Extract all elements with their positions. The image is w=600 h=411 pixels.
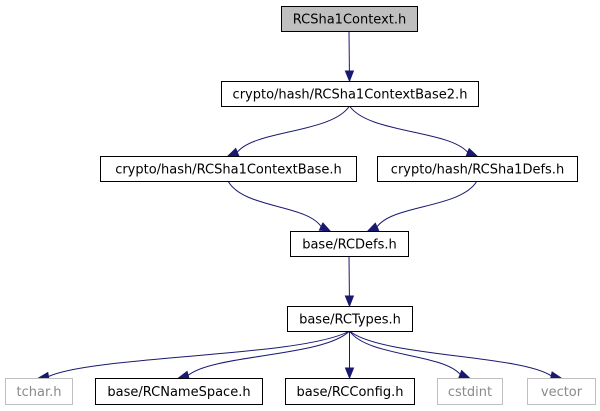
node-sha1defs[interactable]: crypto/hash/RCSha1Defs.h xyxy=(377,156,578,182)
node-box-rcsha1context[interactable] xyxy=(281,6,418,32)
graph-edges xyxy=(37,30,563,382)
graph-nodes: RCSha1Context.h crypto/hash/RCSha1Context… xyxy=(5,6,596,405)
node-box-rcnamespace[interactable] xyxy=(95,378,263,405)
node-contextbase2[interactable]: crypto/hash/RCSha1ContextBase2.h xyxy=(221,81,479,107)
node-box-vector[interactable] xyxy=(527,378,596,405)
node-cstdint[interactable]: cstdint xyxy=(437,378,503,405)
arrowhead-contextbase2-to-contextbase xyxy=(226,147,240,157)
node-rcsha1context[interactable]: RCSha1Context.h xyxy=(281,6,418,32)
node-label-rcdefs: base/RCDefs.h xyxy=(302,238,397,253)
node-label-tchar: tchar.h xyxy=(17,385,62,400)
node-label-rcsha1context: RCSha1Context.h xyxy=(293,13,407,28)
edge-rctypes-to-rcnamespace xyxy=(187,330,350,376)
arrowhead-rctypes-to-cstdint xyxy=(457,369,471,379)
arrowhead-rcsha1context-to-contextbase2 xyxy=(344,70,355,83)
node-rcnamespace[interactable]: base/RCNameSpace.h xyxy=(95,378,263,405)
node-box-rcconfig[interactable] xyxy=(285,378,415,405)
node-box-rctypes[interactable] xyxy=(287,306,413,332)
node-box-rcdefs[interactable] xyxy=(290,231,409,257)
node-box-sha1defs[interactable] xyxy=(377,156,578,182)
node-label-sha1defs: crypto/hash/RCSha1Defs.h xyxy=(391,163,564,178)
edge-contextbase2-to-contextbase xyxy=(236,105,350,153)
node-box-cstdint[interactable] xyxy=(437,378,503,405)
edge-sha1defs-to-rcdefs xyxy=(376,180,478,228)
node-vector[interactable]: vector xyxy=(527,378,596,405)
node-box-contextbase2[interactable] xyxy=(221,81,479,107)
edge-contextbase-to-rcdefs xyxy=(227,180,322,227)
node-label-contextbase: crypto/hash/RCSha1ContextBase.h xyxy=(115,163,342,178)
node-box-tchar[interactable] xyxy=(5,378,73,405)
node-rcdefs[interactable]: base/RCDefs.h xyxy=(290,231,409,257)
node-label-cstdint: cstdint xyxy=(448,385,492,400)
arrowhead-rcdefs-to-rctypes xyxy=(344,295,355,308)
edge-rctypes-to-cstdint xyxy=(349,330,461,375)
arrowhead-rctypes-to-rcconfig xyxy=(344,367,355,380)
node-tchar[interactable]: tchar.h xyxy=(5,378,73,405)
node-label-rcconfig: base/RCConfig.h xyxy=(297,385,404,400)
node-rcconfig[interactable]: base/RCConfig.h xyxy=(285,378,415,405)
node-label-contextbase2: crypto/hash/RCSha1ContextBase2.h xyxy=(233,88,468,103)
node-label-vector: vector xyxy=(541,385,583,400)
arrowhead-contextbase-to-rcdefs xyxy=(318,222,332,232)
edge-rctypes-to-vector xyxy=(349,330,552,377)
edge-contextbase2-to-sha1defs xyxy=(349,105,469,153)
node-box-contextbase[interactable] xyxy=(100,156,357,182)
arrowhead-sha1defs-to-rcdefs xyxy=(366,222,380,232)
node-label-rctypes: base/RCTypes.h xyxy=(299,313,401,328)
node-contextbase[interactable]: crypto/hash/RCSha1ContextBase.h xyxy=(100,156,357,182)
node-rctypes[interactable]: base/RCTypes.h xyxy=(287,306,413,332)
edge-rctypes-to-tchar xyxy=(48,330,350,377)
arrowhead-contextbase2-to-sha1defs xyxy=(465,147,479,157)
node-label-rcnamespace: base/RCNameSpace.h xyxy=(107,385,250,400)
